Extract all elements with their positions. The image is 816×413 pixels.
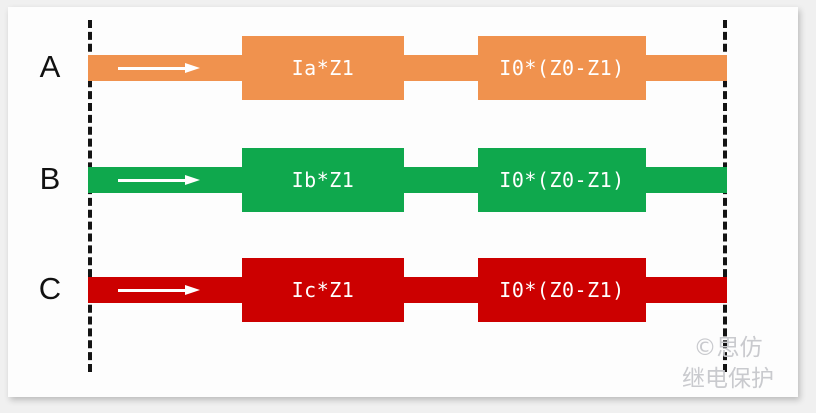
boundary-line-right bbox=[723, 20, 727, 372]
arrow-shaft bbox=[118, 67, 188, 70]
watermark-line-1: ©思仿 bbox=[693, 335, 763, 361]
voltage-block-a-1: Ia*Z1 bbox=[242, 36, 404, 100]
phase-label-c: C bbox=[38, 271, 62, 306]
watermark-line-2: 继电保护 bbox=[682, 366, 774, 392]
arrow-shaft bbox=[118, 179, 188, 182]
arrow-head bbox=[185, 63, 200, 73]
phase-label-a: A bbox=[39, 49, 61, 84]
phase-label-b: B bbox=[39, 161, 61, 196]
right-arrow-icon bbox=[118, 175, 200, 186]
phase-row-a: A Ia*Z1 I0*(Z0-Z1) bbox=[0, 36, 816, 100]
right-arrow-icon bbox=[118, 63, 200, 74]
right-arrow-icon bbox=[118, 285, 200, 296]
voltage-block-a-2: I0*(Z0-Z1) bbox=[478, 36, 646, 100]
voltage-block-b-2: I0*(Z0-Z1) bbox=[478, 148, 646, 212]
phase-row-c: C Ic*Z1 I0*(Z0-Z1) bbox=[0, 258, 816, 322]
arrow-shaft bbox=[118, 289, 188, 292]
voltage-block-c-1: Ic*Z1 bbox=[242, 258, 404, 322]
voltage-block-c-2: I0*(Z0-Z1) bbox=[478, 258, 646, 322]
arrow-head bbox=[185, 175, 200, 185]
watermark: ©思仿 继电保护 bbox=[682, 333, 774, 395]
phase-row-b: B Ib*Z1 I0*(Z0-Z1) bbox=[0, 148, 816, 212]
voltage-block-b-1: Ib*Z1 bbox=[242, 148, 404, 212]
boundary-line-left bbox=[88, 20, 92, 372]
arrow-head bbox=[185, 285, 200, 295]
